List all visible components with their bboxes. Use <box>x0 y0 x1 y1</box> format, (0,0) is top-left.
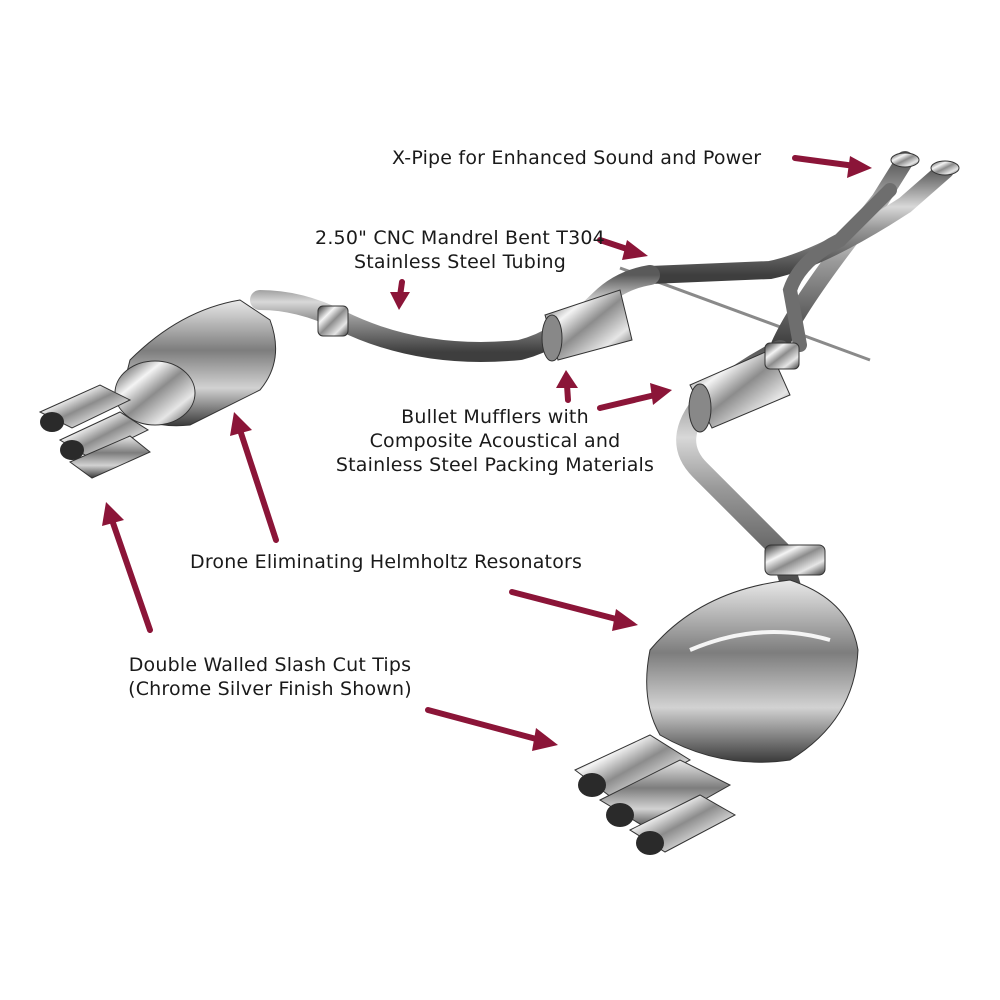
arrow-icon <box>390 279 410 310</box>
label-bullet-line-1: Bullet Mufflers with <box>401 406 589 428</box>
label-resonators: Drone Eliminating Helmholtz Resonators <box>190 550 582 574</box>
bullet-muffler-left <box>541 289 633 362</box>
label-tips-line-1: Double Walled Slash Cut Tips <box>128 654 412 676</box>
label-bullet-line-2: Composite Acoustical and <box>369 430 621 452</box>
tips-right <box>574 734 737 855</box>
label-tubing: 2.50" CNC Mandrel Bent T304 Stainless St… <box>300 226 620 274</box>
resonator-left <box>114 299 277 427</box>
arrow-icon <box>597 237 648 260</box>
arrow-icon <box>792 155 872 178</box>
arrow-icon <box>425 707 558 751</box>
resonator-right <box>646 544 859 763</box>
label-resonators-text: Drone Eliminating Helmholtz Resonators <box>190 551 583 573</box>
arrow-icon <box>509 589 638 631</box>
arrow-icon <box>556 370 578 403</box>
x-pipe <box>641 151 954 354</box>
x-pipe-flanges <box>890 152 960 176</box>
label-tubing-line-2: Stainless Steel Tubing <box>353 251 567 273</box>
label-x-pipe: X-Pipe for Enhanced Sound and Power <box>392 146 761 170</box>
bullet-muffler-right <box>688 342 800 433</box>
label-tips: Double Walled Slash Cut Tips (Chrome Sil… <box>110 653 430 701</box>
callout-arrows <box>102 155 872 751</box>
left-clamp <box>317 305 349 337</box>
label-bullet-mufflers: Bullet Mufflers with Composite Acoustica… <box>330 405 660 477</box>
arrow-icon <box>230 412 279 543</box>
label-bullet-line-3: Stainless Steel Packing Materials <box>335 454 655 476</box>
label-x-pipe-text: X-Pipe for Enhanced Sound and Power <box>392 147 762 169</box>
label-tubing-line-1: 2.50" CNC Mandrel Bent T304 <box>315 227 605 249</box>
tips-left <box>38 384 151 479</box>
arrow-icon <box>102 502 153 633</box>
arrow-icon <box>597 383 672 411</box>
label-tips-line-2: (Chrome Silver Finish Shown) <box>128 678 412 700</box>
